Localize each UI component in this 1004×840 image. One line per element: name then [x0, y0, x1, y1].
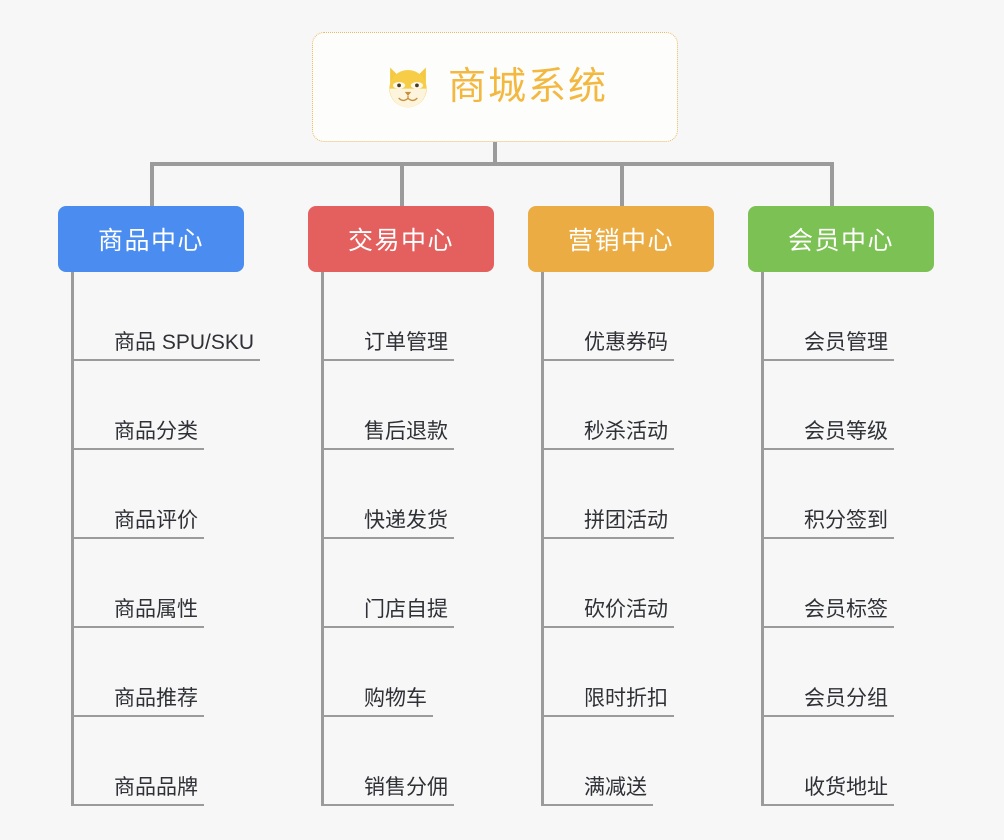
branch-header-trade-center[interactable]: 交易中心 — [308, 206, 494, 272]
connector-drop-2 — [400, 162, 404, 206]
leaf-item[interactable]: 购物车 — [324, 628, 494, 717]
leaf-item-underline — [764, 448, 894, 450]
leaf-item-label: 售后退款 — [364, 419, 448, 443]
leaf-item-underline — [74, 626, 204, 628]
leaf-item-underline — [764, 715, 894, 717]
leaf-item-label: 商品评价 — [114, 508, 198, 532]
leaf-item-label: 购物车 — [364, 686, 427, 710]
leaf-item-label: 商品分类 — [114, 419, 198, 443]
leaf-item-underline — [74, 715, 204, 717]
leaf-item-underline — [74, 804, 204, 806]
leaf-item-label: 砍价活动 — [584, 597, 668, 621]
leaf-item[interactable]: 商品评价 — [74, 450, 244, 539]
connector-drop-3 — [620, 162, 624, 206]
leaf-item-label: 会员标签 — [804, 597, 888, 621]
root-title: 商城系统 — [447, 66, 608, 108]
leaf-item-underline — [764, 537, 894, 539]
leaf-item[interactable]: 商品属性 — [74, 539, 244, 628]
branch-trade-center: 交易中心 订单管理售后退款快递发货门店自提购物车销售分佣 — [308, 206, 494, 806]
leaf-item[interactable]: 拼团活动 — [544, 450, 714, 539]
leaf-item-label: 积分签到 — [804, 508, 888, 532]
leaf-item-label: 会员等级 — [804, 419, 888, 443]
leaf-item[interactable]: 商品分类 — [74, 361, 244, 450]
leaf-item[interactable]: 会员等级 — [764, 361, 934, 450]
leaf-item[interactable]: 会员管理 — [764, 272, 934, 361]
leaf-item-underline — [74, 537, 204, 539]
leaf-item[interactable]: 快递发货 — [324, 450, 494, 539]
leaf-item-label: 限时折扣 — [584, 686, 668, 710]
leaf-item-underline — [764, 804, 894, 806]
leaf-item-label: 商品 SPU/SKU — [114, 330, 255, 354]
leaf-item-label: 会员管理 — [804, 330, 888, 354]
leaf-item-label: 订单管理 — [364, 330, 448, 354]
leaf-item[interactable]: 优惠券码 — [544, 272, 714, 361]
leaf-item-label: 满减送 — [584, 775, 647, 799]
leaf-item[interactable]: 积分签到 — [764, 450, 934, 539]
leaf-item[interactable]: 限时折扣 — [544, 628, 714, 717]
leaf-item-underline — [544, 626, 674, 628]
shiba-dog-face-icon — [389, 67, 427, 108]
leaf-item-label: 快递发货 — [364, 508, 448, 532]
branch-member-center: 会员中心 会员管理会员等级积分签到会员标签会员分组收货地址 — [748, 206, 934, 806]
root-node[interactable]: 商城系统 — [312, 32, 678, 142]
leaf-item-label: 商品品牌 — [114, 775, 198, 799]
leaf-item-underline — [324, 448, 454, 450]
leaf-item[interactable]: 砍价活动 — [544, 539, 714, 628]
branch-product-center: 商品中心 商品 SPU/SKU 商品分类商品评价商品属性商品推荐商品品牌 — [58, 206, 260, 806]
leaf-item[interactable]: 收货地址 — [764, 717, 934, 806]
leaf-item-underline — [544, 537, 674, 539]
leaf-item-underline — [324, 626, 454, 628]
branch-list-marketing-center: 优惠券码秒杀活动拼团活动砍价活动限时折扣满减送 — [541, 272, 714, 806]
leaf-item[interactable]: 商品品牌 — [74, 717, 244, 806]
connector-drop-1 — [150, 162, 154, 206]
branch-header-product-center[interactable]: 商品中心 — [58, 206, 244, 272]
leaf-item-label: 拼团活动 — [584, 508, 668, 532]
leaf-item-underline — [324, 804, 454, 806]
leaf-item-underline — [324, 537, 454, 539]
leaf-item-underline — [544, 448, 674, 450]
leaf-item[interactable]: 销售分佣 — [324, 717, 494, 806]
leaf-item[interactable]: 会员标签 — [764, 539, 934, 628]
leaf-item-label: 收货地址 — [804, 775, 888, 799]
leaf-item-label: 商品推荐 — [114, 686, 198, 710]
branch-list-trade-center: 订单管理售后退款快递发货门店自提购物车销售分佣 — [321, 272, 494, 806]
leaf-item-underline — [544, 359, 674, 361]
leaf-item[interactable]: 售后退款 — [324, 361, 494, 450]
leaf-item[interactable]: 满减送 — [544, 717, 714, 806]
leaf-item-underline — [324, 359, 454, 361]
leaf-item-label: 会员分组 — [804, 686, 888, 710]
leaf-item[interactable]: 秒杀活动 — [544, 361, 714, 450]
branch-header-member-center[interactable]: 会员中心 — [748, 206, 934, 272]
leaf-item-label: 门店自提 — [364, 597, 448, 621]
leaf-item-underline — [74, 448, 204, 450]
leaf-item-label: 秒杀活动 — [584, 419, 668, 443]
connector-horizontal-bar — [150, 162, 834, 166]
branch-marketing-center: 营销中心 优惠券码秒杀活动拼团活动砍价活动限时折扣满减送 — [528, 206, 714, 806]
branch-list-member-center: 会员管理会员等级积分签到会员标签会员分组收货地址 — [761, 272, 934, 806]
leaf-item[interactable]: 商品 SPU/SKU — [74, 272, 260, 361]
leaf-item-label: 优惠券码 — [584, 330, 668, 354]
leaf-item-underline — [324, 715, 433, 717]
connector-stem — [493, 142, 497, 164]
branch-list-product-center: 商品 SPU/SKU 商品分类商品评价商品属性商品推荐商品品牌 — [71, 272, 260, 806]
leaf-item-underline — [74, 359, 260, 361]
branch-header-marketing-center[interactable]: 营销中心 — [528, 206, 714, 272]
leaf-item[interactable]: 会员分组 — [764, 628, 934, 717]
leaf-item-underline — [544, 804, 653, 806]
leaf-item[interactable]: 商品推荐 — [74, 628, 244, 717]
leaf-item-label: 商品属性 — [114, 597, 198, 621]
leaf-item-underline — [764, 359, 894, 361]
leaf-item-underline — [544, 715, 674, 717]
leaf-item[interactable]: 门店自提 — [324, 539, 494, 628]
leaf-item-label: 销售分佣 — [364, 775, 448, 799]
connector-drop-4 — [830, 162, 834, 206]
leaf-item[interactable]: 订单管理 — [324, 272, 494, 361]
leaf-item-underline — [764, 626, 894, 628]
